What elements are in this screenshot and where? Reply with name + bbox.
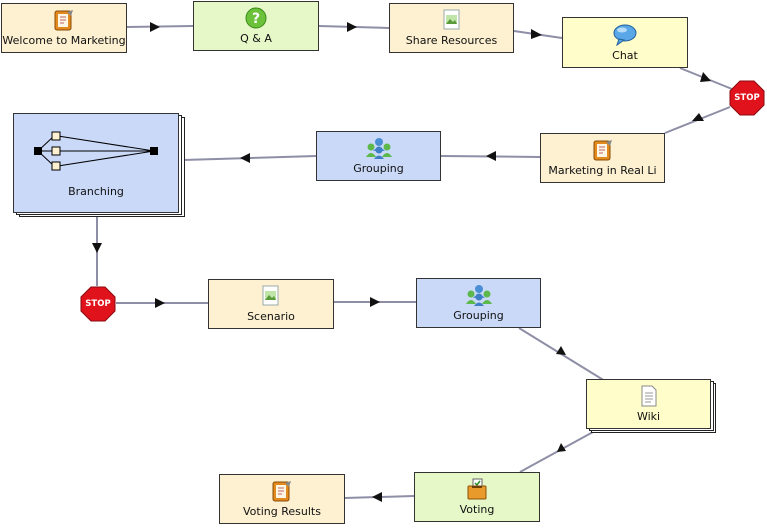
notebook-icon <box>593 139 613 161</box>
arrowhead <box>531 29 542 39</box>
image-doc-icon <box>261 285 281 307</box>
branch-icon <box>34 129 158 173</box>
activity-chat[interactable]: Chat <box>562 17 688 68</box>
arrowhead <box>372 492 382 502</box>
svg-text:?: ? <box>252 11 260 27</box>
stop-label: STOP <box>734 93 760 103</box>
stop-gate[interactable]: STOP <box>729 80 765 116</box>
arrowhead <box>556 346 566 355</box>
ballot-box-icon <box>466 478 488 500</box>
arrowhead <box>370 297 380 307</box>
stop-label: STOP <box>85 299 111 309</box>
activity-q-and-a[interactable]: ? Q & A <box>193 1 319 51</box>
speech-bubble-icon <box>613 24 637 46</box>
activity-label: Marketing in Real Li <box>548 164 657 177</box>
arrowhead <box>150 22 160 32</box>
arrowhead <box>557 443 566 452</box>
stop-gate[interactable]: STOP <box>80 286 116 322</box>
arrowhead <box>347 22 357 32</box>
arrowhead <box>92 243 102 253</box>
arrowhead <box>240 153 250 163</box>
question-icon: ? <box>245 7 267 29</box>
activity-label: Q & A <box>240 32 272 45</box>
activity-scenario[interactable]: Scenario <box>208 279 334 329</box>
arrowhead <box>486 151 496 161</box>
activity-label: Grouping <box>453 309 504 322</box>
activity-grouping-1[interactable]: Grouping <box>316 131 441 181</box>
activity-voting-results[interactable]: Voting Results <box>219 474 345 524</box>
people-group-icon <box>465 284 493 306</box>
notebook-icon <box>272 480 292 502</box>
activity-wiki[interactable]: Wiki <box>586 379 711 429</box>
image-doc-icon <box>442 9 462 31</box>
activity-label: Branching <box>68 184 124 198</box>
activity-grouping-2[interactable]: Grouping <box>416 278 541 328</box>
document-icon <box>639 385 659 407</box>
activity-label: Scenario <box>247 310 295 323</box>
arrowhead <box>700 72 711 82</box>
activity-voting[interactable]: Voting <box>414 472 540 522</box>
activity-marketing-in-real-life[interactable]: Marketing in Real Li <box>540 133 665 183</box>
connector-wiki-voting <box>519 431 594 473</box>
activity-welcome-to-marketing[interactable]: Welcome to Marketing <box>1 3 127 53</box>
activity-label: Share Resources <box>405 34 498 47</box>
activity-label: Grouping <box>353 162 404 175</box>
connector-welcome-qa <box>126 25 194 28</box>
people-group-icon <box>365 137 393 159</box>
activity-label: Voting <box>459 503 495 516</box>
arrowhead <box>155 298 165 308</box>
activity-share-resources[interactable]: Share Resources <box>389 3 514 53</box>
activity-label: Welcome to Marketing <box>2 34 126 47</box>
activity-label: Chat <box>612 48 638 62</box>
activity-label: Voting Results <box>243 505 321 518</box>
notebook-icon <box>54 9 74 31</box>
activity-label: Wiki <box>636 410 661 423</box>
activity-branching[interactable]: Branching <box>13 113 179 213</box>
arrowhead <box>692 113 704 121</box>
